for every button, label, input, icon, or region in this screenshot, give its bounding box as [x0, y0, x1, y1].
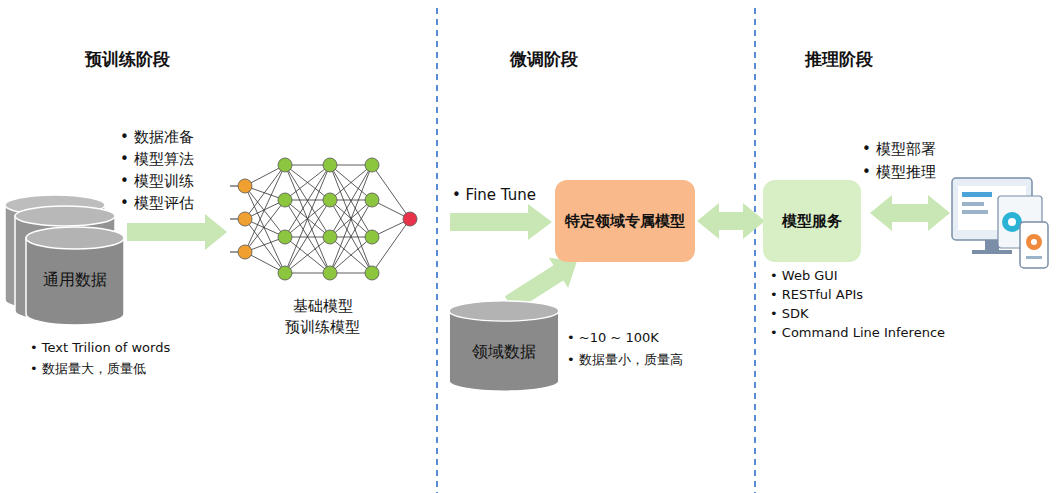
neuron [365, 266, 379, 280]
base-model: 基础模型 预训练模型 [225, 145, 420, 340]
flow-arrow [127, 214, 227, 250]
node-text: 模型服务 [782, 212, 842, 231]
net-link [285, 165, 330, 200]
data-cylinder: 领域数据 [448, 300, 560, 392]
net-link [330, 165, 372, 273]
net-link [285, 165, 330, 273]
node-text: 通用数据 [25, 270, 125, 291]
neuron [323, 266, 337, 280]
note-text: • 模型训练 [120, 172, 194, 191]
net-input [230, 219, 238, 220]
neuron [238, 179, 252, 193]
neuron [323, 158, 337, 172]
net-link [330, 165, 372, 200]
node-text: 基础模型 预训练模型 [285, 296, 360, 338]
net-link [330, 165, 372, 273]
data-cylinder: 通用数据 [25, 226, 125, 326]
net-link [285, 165, 330, 273]
client-icon [952, 178, 1048, 268]
note-text: • ~10 ~ 100K [567, 330, 659, 345]
serve-arrow [870, 195, 950, 231]
net-link [285, 237, 330, 273]
note-text: • 数据量小，质量高 [567, 351, 683, 369]
net-link [330, 237, 372, 273]
net-link [330, 237, 372, 273]
net-link [285, 165, 330, 200]
service-box: 模型服务 [763, 180, 861, 262]
net-link [372, 219, 410, 273]
neuron [238, 212, 252, 226]
neuron [365, 158, 379, 172]
neuron [278, 266, 292, 280]
note-text: • 模型评估 [120, 194, 194, 213]
note-text: • Text Trilion of words [30, 340, 170, 355]
net-input [230, 252, 238, 253]
note-text: • Web GUI [770, 268, 838, 283]
net-link [245, 200, 285, 252]
neuron [238, 245, 252, 259]
note-text: • Fine Tune [452, 186, 536, 204]
stage-title: 预训练阶段 [85, 48, 170, 71]
stage-title: 推理阶段 [805, 48, 873, 71]
neuron [278, 193, 292, 207]
net-link [245, 165, 285, 219]
note-text: • 数据准备 [120, 128, 194, 147]
note-text: • 数据量大，质量低 [30, 360, 146, 378]
note-text: • 模型部署 [862, 140, 936, 159]
net-input [230, 186, 238, 187]
neuron [323, 230, 337, 244]
stage-divider [754, 8, 756, 493]
neuron [365, 230, 379, 244]
stage-divider [436, 8, 438, 493]
net-link [285, 237, 330, 273]
note-text: • 模型推理 [862, 163, 936, 182]
neuron [323, 193, 337, 207]
domain-model-box: 特定领域专属模型 [555, 180, 695, 262]
neuron [278, 230, 292, 244]
neuron [403, 212, 417, 226]
note-text: • Command Line Inference [770, 325, 945, 340]
note-text: • 模型算法 [120, 150, 194, 169]
fine-tune-arrow [450, 204, 552, 240]
node-text: 领域数据 [448, 342, 560, 363]
net-link [372, 165, 410, 219]
neuron [278, 158, 292, 172]
net-link [330, 165, 372, 200]
note-text: • RESTful APIs [770, 287, 863, 302]
node-text: 特定领域专属模型 [565, 212, 685, 231]
note-text: • SDK [770, 306, 809, 321]
net-link [245, 219, 285, 273]
flow-arrow [697, 203, 765, 239]
neural-network [230, 158, 417, 280]
neuron [365, 193, 379, 207]
stage-title: 微调阶段 [510, 48, 578, 71]
